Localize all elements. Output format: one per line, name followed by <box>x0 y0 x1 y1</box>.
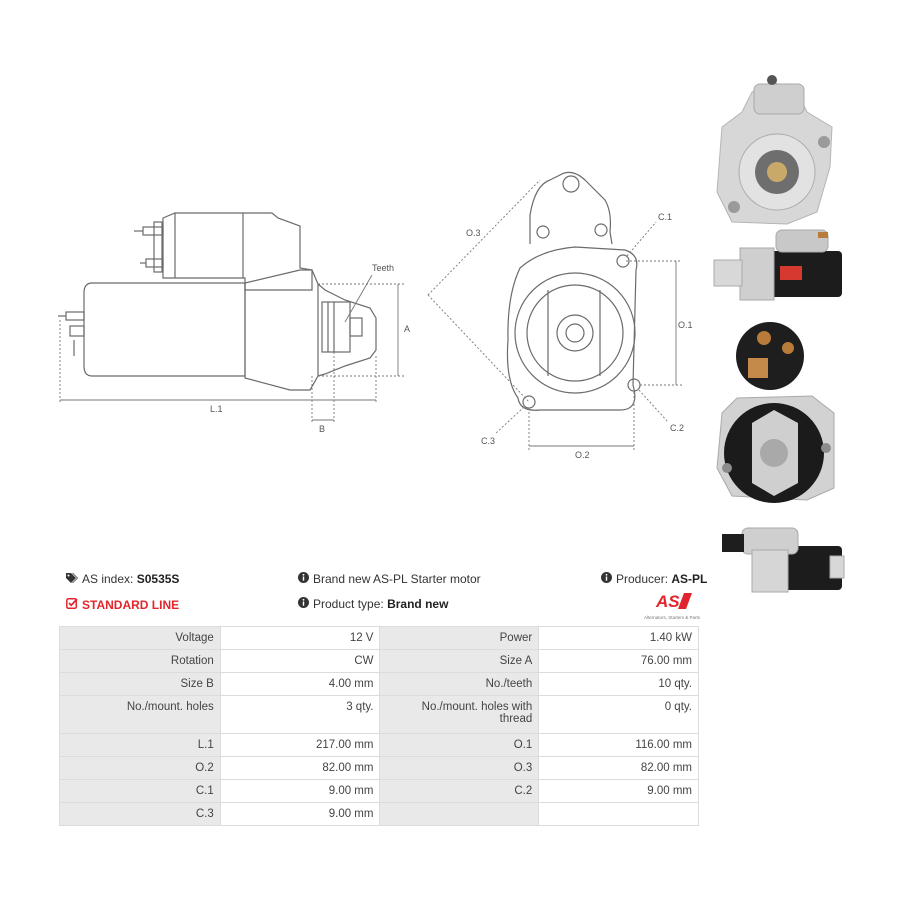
spec-label: O.1 <box>379 733 540 757</box>
as-pl-logo: AS Alternators, Starters & Parts <box>638 590 700 620</box>
table-row: C.1 9.00 mm C.2 9.00 mm <box>59 779 699 803</box>
product-type: Product type: Brand new <box>297 597 448 611</box>
producer-label: Producer: <box>616 572 669 586</box>
check-square-icon <box>66 597 78 612</box>
dim-c1-label: C.1 <box>658 212 672 222</box>
table-row: No./mount. holes 3 qty. No./mount. holes… <box>59 695 699 734</box>
logo-tagline: Alternators, Starters & Parts <box>643 615 700 620</box>
as-index-value: S0535S <box>136 572 180 586</box>
spec-label: Power <box>379 626 540 650</box>
table-row: Size B 4.00 mm No./teeth 10 qty. <box>59 672 699 696</box>
spec-value: 82.00 mm <box>219 756 381 780</box>
table-row: Rotation CW Size A 76.00 mm <box>59 649 699 673</box>
standard-line: STANDARD LINE <box>66 597 179 612</box>
producer-value: AS-PL <box>671 572 708 586</box>
product-photo-side <box>713 229 842 301</box>
spec-value: 76.00 mm <box>538 649 699 673</box>
dim-o2-label: O.2 <box>575 450 590 460</box>
info-icon <box>600 572 612 586</box>
dim-b-label: B <box>319 424 325 434</box>
product-photo-side-2 <box>722 527 845 593</box>
spec-label: L.1 <box>59 733 221 757</box>
spec-value: 4.00 mm <box>219 672 381 696</box>
spec-value: 82.00 mm <box>538 756 699 780</box>
spec-label: Voltage <box>59 626 221 650</box>
as-index-label: AS index: <box>82 572 134 586</box>
svg-text:AS: AS <box>655 592 680 611</box>
spec-label: No./teeth <box>379 672 540 696</box>
spec-label: O.3 <box>379 756 540 780</box>
spec-label: C.1 <box>59 779 221 803</box>
dim-o1-label: O.1 <box>678 320 693 330</box>
info-icon <box>297 597 309 611</box>
teeth-label: Teeth <box>372 263 394 273</box>
spec-value: 116.00 mm <box>538 733 699 757</box>
spec-label: No./mount. holes with thread <box>379 695 540 734</box>
dim-o3-label: O.3 <box>466 228 481 238</box>
spec-value <box>538 802 699 826</box>
spec-label: No./mount. holes <box>59 695 221 734</box>
as-index: AS index: S0535S <box>66 572 179 586</box>
standard-line-label: STANDARD LINE <box>82 598 180 612</box>
spec-label: O.2 <box>59 756 221 780</box>
spec-label: Size A <box>379 649 540 673</box>
product-type-value: Brand new <box>387 597 449 611</box>
spec-label: C.2 <box>379 779 540 803</box>
spec-table: Voltage 12 V Power 1.40 kW Rotation CW S… <box>59 626 699 826</box>
spec-value: 12 V <box>219 626 381 650</box>
side-view-drawing: Teeth A L.1 B <box>58 212 410 434</box>
table-row: O.2 82.00 mm O.3 82.00 mm <box>59 756 699 780</box>
spec-value: 10 qty. <box>538 672 699 696</box>
producer: Producer: AS-PL <box>600 572 707 586</box>
spec-label: C.3 <box>59 802 221 826</box>
spec-value: 9.00 mm <box>219 802 381 826</box>
spec-label: Rotation <box>59 649 221 673</box>
product-photo-rear <box>716 322 835 503</box>
tags-icon <box>66 572 78 586</box>
spec-label <box>379 802 540 826</box>
spec-value: 9.00 mm <box>538 779 699 803</box>
dim-c2-label: C.2 <box>670 423 684 433</box>
spec-value: 9.00 mm <box>219 779 381 803</box>
dim-a-label: A <box>404 324 410 334</box>
spec-value: 3 qty. <box>219 695 381 734</box>
spec-value: 1.40 kW <box>538 626 699 650</box>
front-view-drawing: O.3 O.1 O.2 C.1 C.2 C.3 <box>427 171 693 460</box>
dim-l1-label: L.1 <box>210 404 223 414</box>
dim-c3-label: C.3 <box>481 436 495 446</box>
description: Brand new AS-PL Starter motor <box>297 572 481 586</box>
spec-value: CW <box>219 649 381 673</box>
description-text: Brand new AS-PL Starter motor <box>313 572 481 586</box>
table-row: Voltage 12 V Power 1.40 kW <box>59 626 699 650</box>
product-type-label: Product type: <box>313 597 384 611</box>
spec-label: Size B <box>59 672 221 696</box>
table-row: C.3 9.00 mm <box>59 802 699 826</box>
spec-value: 0 qty. <box>538 695 699 734</box>
product-photo-front <box>716 75 833 225</box>
info-icon <box>297 572 309 586</box>
spec-value: 217.00 mm <box>219 733 381 757</box>
table-row: L.1 217.00 mm O.1 116.00 mm <box>59 733 699 757</box>
